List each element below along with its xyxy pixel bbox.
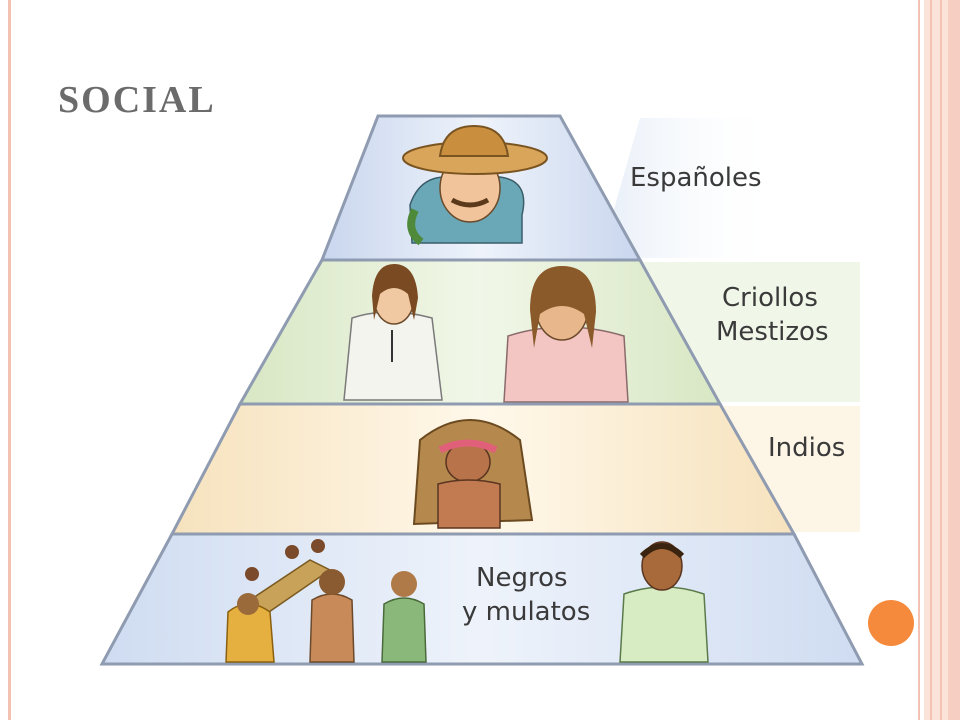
label-criollos: Criollos: [722, 283, 818, 313]
label-mestizos: Mestizos: [716, 317, 829, 347]
criollo-figure: [343, 264, 443, 401]
tier-indios: [169, 402, 797, 536]
slide-frame-edge: [948, 0, 960, 720]
slide-frame-line: [930, 0, 932, 720]
slide-frame-line: [940, 0, 942, 720]
tier-negros-mulatos: [99, 532, 865, 666]
mestizo-figure: [503, 266, 629, 403]
tier-1-tint: [600, 118, 780, 258]
label-indios: Indios: [768, 433, 845, 463]
tier-espanoles: [319, 114, 643, 262]
tier-criollos-mestizos: [237, 258, 723, 406]
slide-accent-dot: [868, 600, 914, 646]
slide-title: SOCIAL: [58, 79, 216, 121]
workers-group-figure: [225, 539, 427, 663]
spaniard-figure: [402, 124, 548, 246]
label-espanoles: Españoles: [630, 163, 762, 193]
mulato-figure: [619, 541, 709, 663]
indigenous-porter-figure: [412, 419, 534, 529]
label-mulatos: y mulatos: [462, 597, 590, 627]
slide-frame-left: [8, 0, 11, 720]
label-negros: Negros: [476, 563, 568, 593]
slide-frame-right: [918, 0, 920, 720]
